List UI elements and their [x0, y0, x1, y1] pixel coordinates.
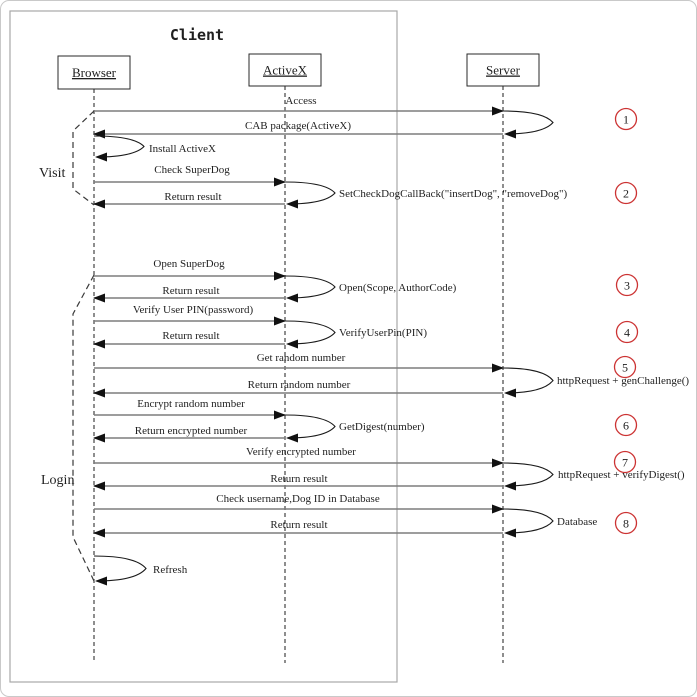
annotation-circle	[613, 355, 637, 379]
selfloop-label: SetCheckDogCallBack("insertDog", "remove…	[339, 188, 567, 200]
actor-box-browser	[57, 55, 131, 90]
message-label: Check username,Dog ID in Database	[216, 493, 380, 505]
selfloop-arc	[502, 462, 554, 491]
message-label: Verify User PIN(password)	[133, 304, 254, 316]
selfloop-label: GetDigest(number)	[339, 421, 425, 433]
selfloop-label: Open(Scope, AuthorCode)	[339, 282, 457, 294]
message-label: Return result	[270, 473, 327, 485]
message-label: Verify encrypted number	[246, 446, 356, 458]
annotation-circle	[614, 413, 638, 437]
client-frame-title: Client	[170, 26, 224, 44]
annotation-circle	[614, 107, 638, 131]
annotation-circle	[615, 320, 639, 344]
selfloop-arc	[284, 181, 336, 209]
annotation-number: 4	[624, 326, 630, 340]
message-label: Return result	[270, 519, 327, 531]
annotation-circle	[613, 450, 637, 474]
actor-box-server	[466, 53, 540, 87]
selfloop-label: Refresh	[153, 564, 188, 576]
selfloop-arc	[502, 110, 554, 139]
selfloop-label: httpRequest + verifyDigest()	[558, 469, 685, 481]
actor-label-server: Server	[486, 63, 521, 78]
selfloop-arc	[93, 555, 147, 586]
selfloop-label: Database	[557, 516, 597, 528]
phase-label: Visit	[39, 166, 65, 181]
annotation-number: 8	[623, 517, 629, 531]
phase-label: Login	[41, 473, 74, 488]
message-label: Get random number	[257, 352, 346, 364]
annotation-number: 3	[624, 279, 630, 293]
annotation-number: 2	[623, 187, 629, 201]
actor-label-activex: ActiveX	[263, 63, 308, 78]
message-label: Return result	[162, 330, 219, 342]
selfloop-arc	[93, 135, 145, 162]
annotation-circle	[614, 181, 638, 205]
selfloop-arc	[502, 367, 554, 398]
actor-box-activex	[248, 53, 322, 87]
message-label: Access	[285, 95, 316, 107]
selfloop-label: httpRequest + genChallenge()	[557, 375, 689, 387]
actor-label-browser: Browser	[72, 65, 117, 80]
message-label: Encrypt random number	[137, 398, 245, 410]
message-label: Return result	[162, 285, 219, 297]
annotation-number: 7	[622, 456, 628, 470]
annotation-number: 6	[623, 419, 629, 433]
message-label: CAB package(ActiveX)	[245, 120, 351, 132]
client-frame	[9, 10, 398, 683]
message-label: Check SuperDog	[154, 164, 230, 176]
message-label: Return result	[164, 191, 221, 203]
selfloop-arc	[284, 320, 336, 349]
annotation-number: 1	[623, 113, 629, 127]
annotation-circle	[614, 511, 638, 535]
phase-brace	[72, 274, 95, 582]
message-label: Open SuperDog	[153, 258, 225, 270]
selfloop-label: Install ActiveX	[149, 143, 216, 155]
phase-brace	[72, 110, 95, 206]
selfloop-arc	[502, 508, 554, 538]
selfloop-arc	[284, 275, 336, 303]
message-label: Return encrypted number	[135, 425, 248, 437]
annotation-circle	[615, 273, 639, 297]
selfloop-arc	[284, 414, 336, 443]
selfloop-label: VerifyUserPin(PIN)	[339, 327, 427, 339]
message-label: Return random number	[248, 379, 351, 391]
annotation-number: 5	[622, 361, 628, 375]
